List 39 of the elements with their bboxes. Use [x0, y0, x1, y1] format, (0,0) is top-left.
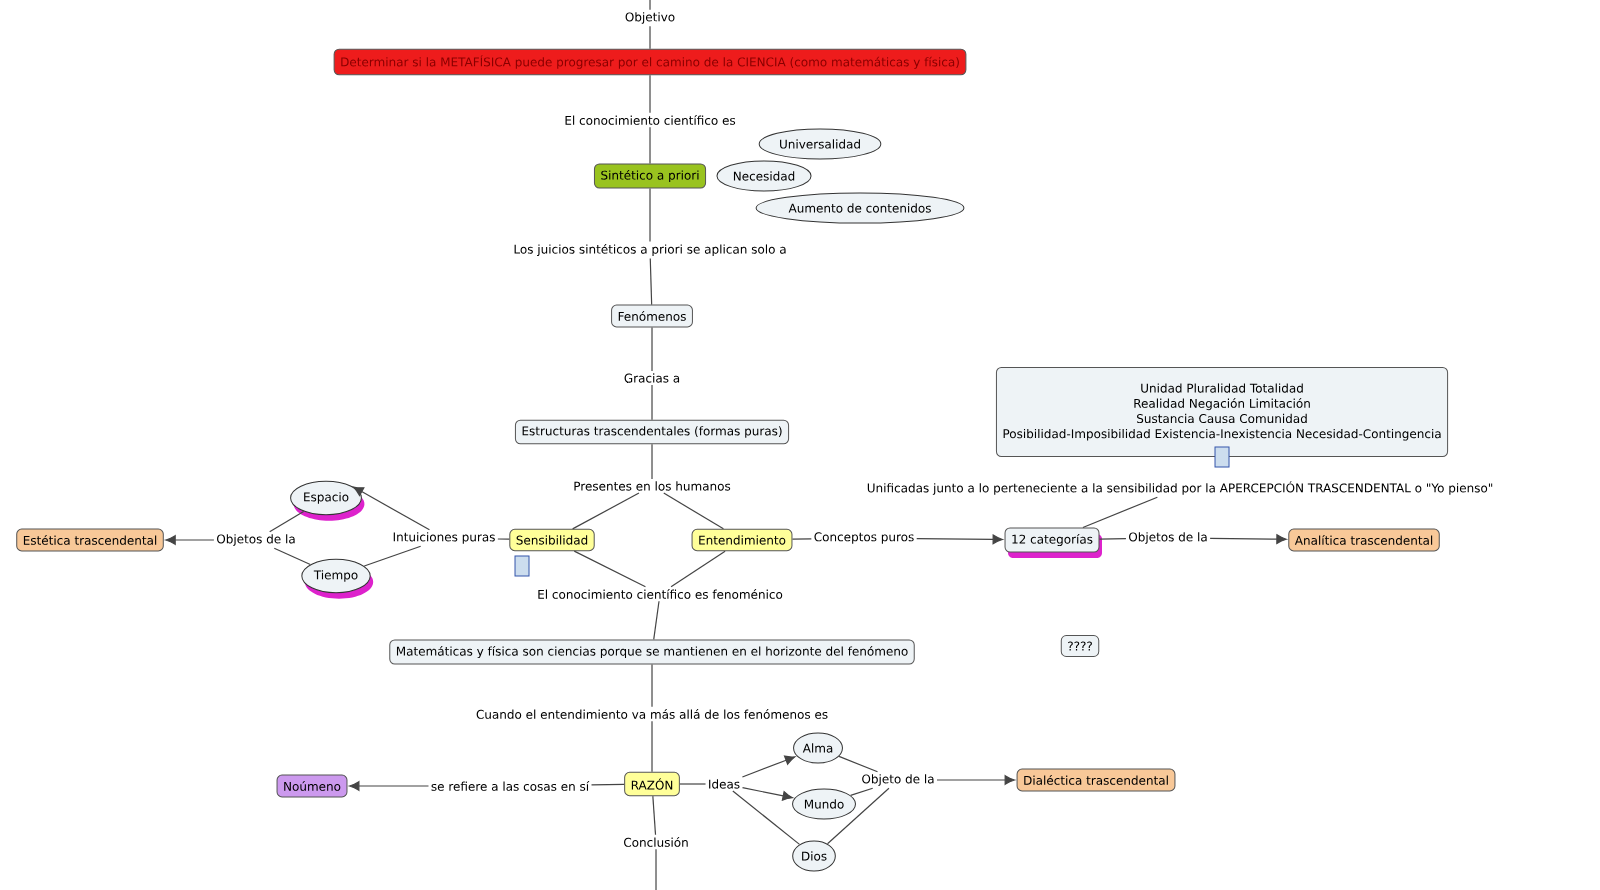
connector [363, 545, 422, 567]
connector [651, 326, 653, 372]
connector [649, 257, 653, 306]
connector [653, 600, 660, 641]
connector [651, 720, 653, 773]
connector [651, 663, 653, 708]
connector [791, 538, 812, 540]
connector [651, 384, 653, 421]
connector [679, 783, 707, 785]
connector [649, 126, 651, 165]
connector [732, 790, 801, 845]
connector [572, 492, 640, 530]
connector [649, 74, 651, 114]
connector [273, 547, 311, 566]
connector [670, 550, 726, 588]
connector [663, 492, 725, 530]
connector [652, 795, 657, 836]
connector [651, 443, 653, 480]
connector [649, 187, 651, 243]
connector [1209, 534, 1287, 545]
connector [497, 538, 510, 540]
connector [1098, 538, 1127, 540]
connector [269, 510, 305, 533]
connector [1082, 496, 1158, 529]
connector [936, 775, 1016, 785]
connector [573, 550, 647, 588]
connector [838, 755, 879, 773]
connector [741, 787, 793, 801]
connector [649, 0, 651, 11]
connector [916, 534, 1004, 545]
connector [850, 787, 874, 796]
connector [165, 535, 215, 545]
connector [655, 848, 657, 890]
connector [741, 755, 796, 778]
connector [649, 25, 651, 50]
connector [826, 787, 890, 845]
connector [352, 486, 431, 531]
connector [590, 783, 625, 786]
connector [348, 781, 430, 791]
